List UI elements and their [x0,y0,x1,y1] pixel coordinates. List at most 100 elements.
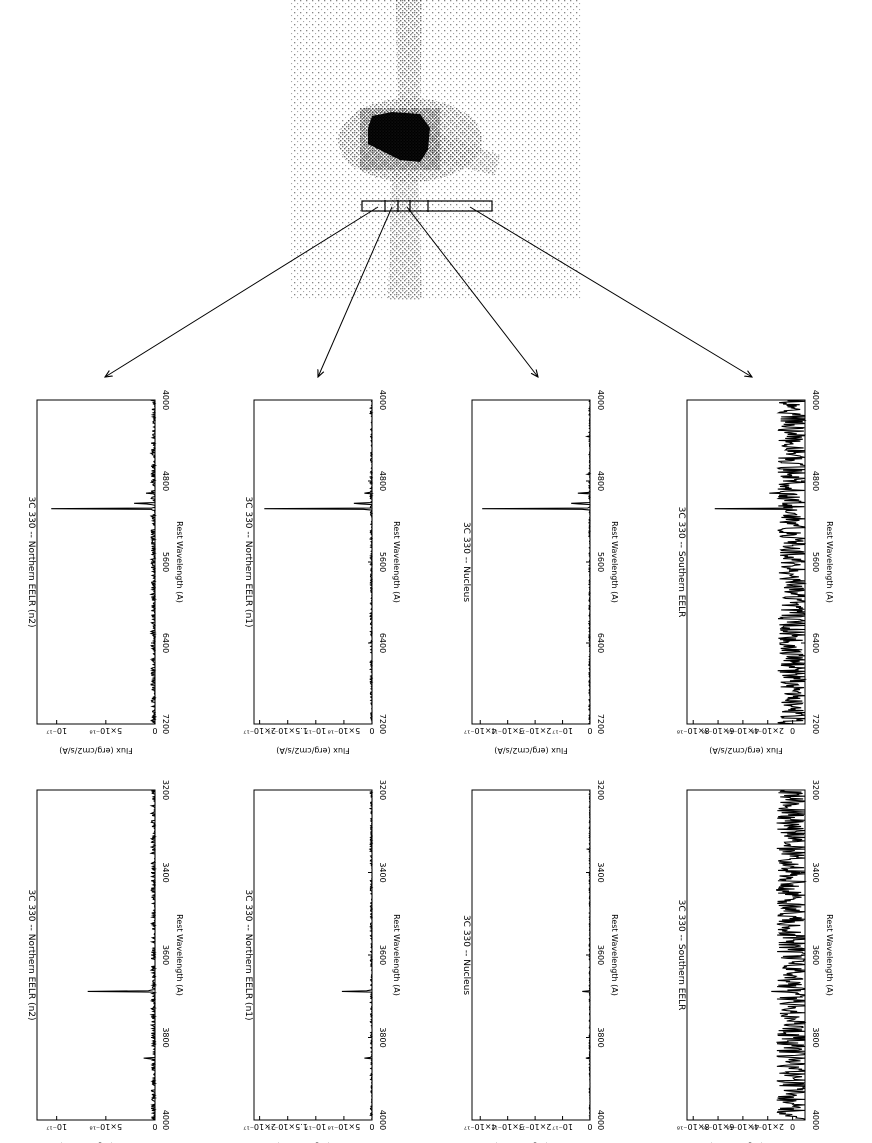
wavelength-tick-label: 3400 [378,862,387,882]
flux-tick-label: 10⁻¹⁷ [552,1122,573,1131]
flux-tick-label: 6×10⁻¹⁸ [702,1122,735,1131]
flux-tick-label: 2×10⁻¹⁷ [519,726,552,735]
arrow-to-nucleus [406,206,538,377]
spectrum-panel-2: 05×10⁻¹⁸10⁻¹⁷1.5×10⁻¹⁷2×10⁻¹⁷40004800560… [243,390,401,755]
wavelength-tick-label: 3200 [161,780,170,800]
flux-tick-label: 10⁻¹⁷ [46,726,67,735]
flux-tick-label: 0 [369,1122,374,1131]
spectrum-line [341,789,374,1120]
flux-tick-label: 10⁻¹⁷ [552,726,573,735]
spectrum-line [51,399,158,725]
spectrum-panel-7: 010⁻¹⁷2×10⁻¹⁷3×10⁻¹⁷4×10⁻¹⁷3200340036003… [461,780,619,1143]
wavelength-axis-label: Rest Wavelength (A) [610,521,619,603]
panel-title: 3C 330 -- Northern EELR (n2) [26,496,36,627]
panel-title: 3C 330 -- Nucleus [461,915,471,995]
wavelength-tick-label: 3800 [596,1027,605,1047]
flux-tick-label: 0 [152,726,157,735]
plot-frame [36,789,156,1121]
wavelength-tick-label: 6400 [811,633,820,653]
wavelength-tick-label: 4800 [811,471,820,491]
plot-frame [253,399,373,725]
wavelength-axis-label: Rest Wavelength (A) [392,521,401,603]
panel-title: 3C 330 -- Northern EELR (n1) [243,889,253,1020]
flux-tick-label: 5×10⁻¹⁸ [90,1122,123,1131]
wavelength-tick-label: 4000 [596,1110,605,1130]
wavelength-tick-label: 3400 [596,862,605,882]
flux-tick-label: 2×10⁻¹⁷ [519,1122,552,1131]
slit-box [361,200,493,212]
wavelength-tick-label: 5600 [811,552,820,572]
wavelength-tick-label: 4000 [161,390,170,410]
wavelength-tick-label: 3600 [161,945,170,965]
flux-tick-label: 2×10⁻¹⁷ [243,1122,276,1131]
spectrum-line [264,400,374,724]
panel-title: 3C 330 -- Northern EELR (n2) [26,889,36,1020]
flux-tick-label: 0 [152,1122,157,1131]
plot-frame [253,789,373,1121]
flux-tick-label: 1.5×10⁻¹⁷ [268,1122,308,1131]
flux-tick-label: 8×10⁻¹⁸ [677,1122,710,1131]
plot-frame [36,399,156,725]
panel-title: 3C 330 -- Nucleus [461,522,471,602]
wavelength-tick-label: 3200 [811,780,820,800]
flux-tick-label: 4×10⁻¹⁸ [727,726,760,735]
spectrum-panel-4: 02×10⁻¹⁸4×10⁻¹⁸6×10⁻¹⁸8×10⁻¹⁸40004800560… [676,390,834,755]
galaxy-image [290,0,582,300]
arrow-to-southern-eelr [469,206,752,377]
wavelength-axis-label: Rest Wavelength (A) [392,914,401,996]
flux-tick-label: 1.5×10⁻¹⁷ [268,726,308,735]
wavelength-tick-label: 4800 [161,471,170,491]
panel-title: 3C 330 -- Northern EELR (n1) [243,496,253,627]
arrow-to-northern-eelr-n1 [318,206,393,377]
flux-tick-label: 5×10⁻¹⁸ [90,726,123,735]
wavelength-tick-label: 7200 [378,714,387,734]
wavelength-tick-label: 3800 [811,1027,820,1047]
galaxy-halo-tail [428,130,500,175]
flux-tick-label: 3×10⁻¹⁷ [491,1122,524,1131]
wavelength-tick-label: 5600 [596,552,605,572]
flux-tick-label: 0 [369,726,374,735]
flux-tick-label: 4×10⁻¹⁷ [464,1122,497,1131]
wavelength-tick-label: 4800 [378,471,387,491]
flux-tick-label: 4×10⁻¹⁸ [727,1122,760,1131]
flux-axis-label: Flux (erg/cm2/s/A) [276,746,350,755]
wavelength-tick-label: 3600 [378,945,387,965]
galaxy-core-speckle [360,108,440,170]
wavelength-tick-label: 4000 [811,1110,820,1130]
arrow-to-northern-eelr-n2 [105,206,379,377]
flux-axis-label: Flux (erg/cm2/s/A) [494,746,568,755]
flux-tick-label: 10⁻¹⁷ [305,1122,326,1131]
wavelength-tick-label: 4000 [811,390,820,410]
flux-tick-label: 0 [790,726,795,735]
flux-tick-label: 6×10⁻¹⁸ [702,726,735,735]
panel-title: 3C 330 -- Southern EELR [676,900,686,1011]
wavelength-axis-label: Rest Wavelength (A) [825,914,834,996]
spectrum-line [771,789,807,1121]
flux-tick-label: 3×10⁻¹⁷ [491,726,524,735]
wavelength-tick-label: 5600 [161,552,170,572]
wavelength-axis-label: Rest Wavelength (A) [175,914,184,996]
wavelength-tick-label: 3400 [161,862,170,882]
wavelength-tick-label: 3800 [378,1027,387,1047]
wavelength-tick-label: 3800 [161,1027,170,1047]
spectrum-panel-3: 010⁻¹⁷2×10⁻¹⁷3×10⁻¹⁷4×10⁻¹⁷4000480056006… [461,390,619,755]
wavelength-tick-label: 3200 [378,780,387,800]
galaxy-jet-south [388,170,422,300]
spectrum-panel-8: 02×10⁻¹⁸4×10⁻¹⁸6×10⁻¹⁸8×10⁻¹⁸32003400360… [676,780,834,1143]
plot-frame [686,789,806,1121]
wavelength-tick-label: 6400 [161,633,170,653]
flux-tick-label: 5×10⁻¹⁸ [328,1122,361,1131]
plot-frame [471,789,591,1121]
wavelength-tick-label: 5600 [378,552,387,572]
flux-tick-label: 4×10⁻¹⁷ [464,726,497,735]
flux-tick-label: 10⁻¹⁷ [305,726,326,735]
wavelength-tick-label: 3600 [811,945,820,965]
flux-tick-label: 0 [587,726,592,735]
wavelength-tick-label: 7200 [596,714,605,734]
wavelength-tick-label: 7200 [161,714,170,734]
pointer-arrows [105,206,752,377]
